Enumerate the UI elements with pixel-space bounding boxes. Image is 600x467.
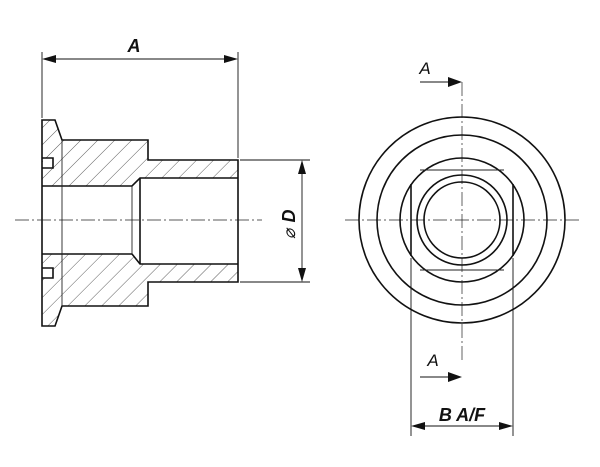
section-marker-top-label: A — [418, 59, 430, 78]
hex-flats — [410, 169, 514, 271]
groove-lower — [42, 267, 54, 279]
length-dimension: A — [41, 36, 239, 158]
diameter-dimension-label: D — [279, 210, 299, 223]
section-hatch — [42, 120, 238, 326]
section-view: A ⌀ D — [15, 36, 310, 327]
diameter-dimension: ⌀ D — [240, 159, 310, 283]
section-marker-top: A — [418, 59, 462, 87]
section-marker-bottom-label: A — [426, 351, 438, 370]
groove-upper — [42, 157, 54, 169]
flange-inner-circle — [376, 134, 548, 306]
flange-outer-circle — [358, 116, 566, 324]
bore-outer-circle — [416, 174, 508, 266]
hex-circle — [399, 157, 525, 283]
bore-inner-circle — [423, 181, 501, 259]
across-flats-dimension: B A/F — [410, 258, 514, 436]
bore-outline — [42, 177, 238, 265]
length-dimension-label: A — [127, 36, 141, 56]
diameter-symbol: ⌀ — [280, 227, 299, 239]
across-flats-label: B A/F — [439, 405, 486, 425]
section-marker-bottom: A — [420, 351, 462, 382]
front-view: A A B A/F — [345, 59, 580, 436]
